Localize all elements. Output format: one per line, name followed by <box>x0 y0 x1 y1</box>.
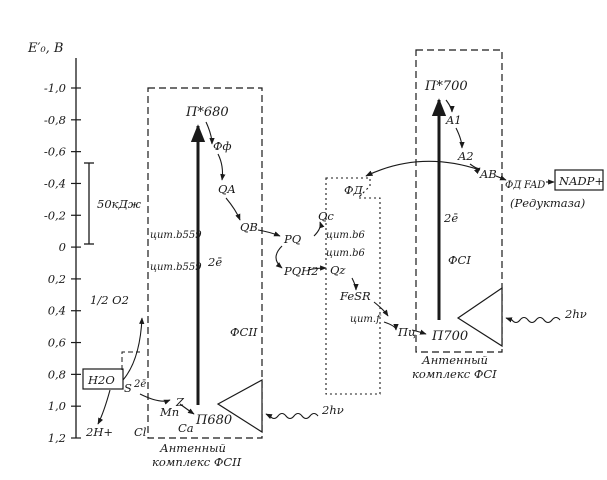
cyt-f: цит.f <box>350 314 382 325</box>
axis-tick-label: 0,6 <box>48 336 66 350</box>
psii-qa: QA <box>218 182 236 196</box>
photosystem-i: П*700 A1 A2 AB 2ē ФСI П700 Пц 2hν Антенн… <box>397 49 587 381</box>
psii-antenna-shape <box>216 378 263 434</box>
nadp-reduction: ФД FAD NADP+ (Редуктаза) <box>365 160 604 210</box>
cyt-complex-outline <box>325 177 381 395</box>
psii-mn: Mn <box>159 405 179 419</box>
axis-tick-label: -0,2 <box>44 208 66 222</box>
pqh2-label: PQH2 <box>283 264 319 278</box>
nadp-fad: FAD <box>523 180 545 191</box>
psii-box <box>147 87 263 439</box>
psii-qb: QB <box>240 220 258 234</box>
psii-light-label: 2hν <box>321 403 344 417</box>
axis-tick-label: -0,4 <box>44 176 66 190</box>
psii-p680-excited: П*680 <box>185 105 229 120</box>
water-oxidation: H2O 1/2 O2 2H+ Cl S 2ē <box>82 293 195 439</box>
psi-p700-excited: П*700 <box>424 79 468 94</box>
scale-bar-label: 50кДж <box>97 197 141 211</box>
axis-tick-label: 0,2 <box>48 272 66 286</box>
cyt-qc: Qc <box>318 209 334 223</box>
psii-name: ФСII <box>230 325 258 339</box>
psi-light-label: 2hν <box>564 307 587 321</box>
psi-a2: A2 <box>457 149 474 163</box>
reductase-label: (Редуктаза) <box>510 196 585 210</box>
psii-pheophytin: Фф <box>213 139 232 153</box>
psii-ca: Ca <box>178 421 194 435</box>
axis-title: E′₀, B <box>27 41 63 56</box>
potential-axis: E′₀, B -1,0 -0,8 -0,6 -0,4 -0,2 0 0,2 0,4 0,6 0,8… <box>27 41 81 445</box>
nadp-label: NADP+ <box>558 174 604 188</box>
cyclic-flow-arrow <box>365 160 481 177</box>
psii-cyt-b559-b: цит.b559 <box>150 262 202 273</box>
energy-scale-bar: 50кДж <box>84 162 141 245</box>
protons-label: 2H+ <box>85 425 113 439</box>
cyt-fd: ФД <box>344 183 364 197</box>
pq-label: PQ <box>283 232 302 246</box>
psi-a1: A1 <box>445 113 462 127</box>
axis-tick-label: 1,2 <box>48 431 66 445</box>
h2o-label: H2O <box>87 373 115 387</box>
plastoquinone-pool: PQ PQH2 <box>275 221 327 278</box>
psi-antenna-label: Антенный комплекс ФСI <box>412 353 497 381</box>
psii-cyt-b559-a: цит.b559 <box>150 230 202 241</box>
chloride-label: Cl <box>134 425 147 439</box>
cyt-b6-b: цит.b6 <box>326 248 365 259</box>
axis-tick-label: -0,6 <box>44 145 66 159</box>
axis-tick-label: 0 <box>59 240 66 254</box>
cyt-fes: FeSR <box>339 289 371 303</box>
psi-p700: П700 <box>431 329 468 344</box>
psii-light-arrow <box>265 412 319 420</box>
psi-name: ФСI <box>448 253 471 267</box>
axis-tick-label: 0,8 <box>48 367 66 381</box>
axis-tick-label: -1,0 <box>44 81 66 95</box>
axis-ticks: -1,0 -0,8 -0,6 -0,4 -0,2 0 0,2 0,4 0,6 0,8 1,0 1,2 <box>44 81 81 445</box>
s-state-label: S <box>124 381 132 395</box>
cyt-qz: Qz <box>330 263 346 277</box>
psi-light-arrow <box>505 316 561 324</box>
psii-z: Z <box>175 395 185 409</box>
oxygen-label: 1/2 O2 <box>90 293 129 307</box>
axis-tick-label: 1,0 <box>48 399 66 413</box>
h2o-box <box>82 368 124 390</box>
psii-p680: П680 <box>195 413 232 428</box>
psi-two-electrons: 2ē <box>443 211 458 225</box>
cyt-b6-a: цит.b6 <box>326 230 365 241</box>
psi-antenna-shape <box>456 286 503 348</box>
cytochrome-complex: ФД Qc цит.b6 цит.b6 Qz FeSR цит.f <box>318 177 399 395</box>
nadp-fd: ФД <box>505 180 522 191</box>
nadp-box <box>554 169 604 191</box>
psi-plastocyanin: Пц <box>397 325 416 339</box>
axis-tick-label: 0,4 <box>48 304 66 318</box>
psi-ab: AB <box>479 167 497 181</box>
psii-antenna-label: Антенный комплекс ФСII <box>152 441 242 469</box>
psi-box <box>415 49 503 353</box>
psii-two-electrons: 2ē <box>207 255 222 269</box>
s-electrons-label: 2ē <box>133 379 146 390</box>
axis-tick-label: -0,8 <box>44 113 66 127</box>
photosystem-ii: П*680 Фф QA QB цит.b559 цит.b559 2ē ФСII… <box>147 87 344 469</box>
